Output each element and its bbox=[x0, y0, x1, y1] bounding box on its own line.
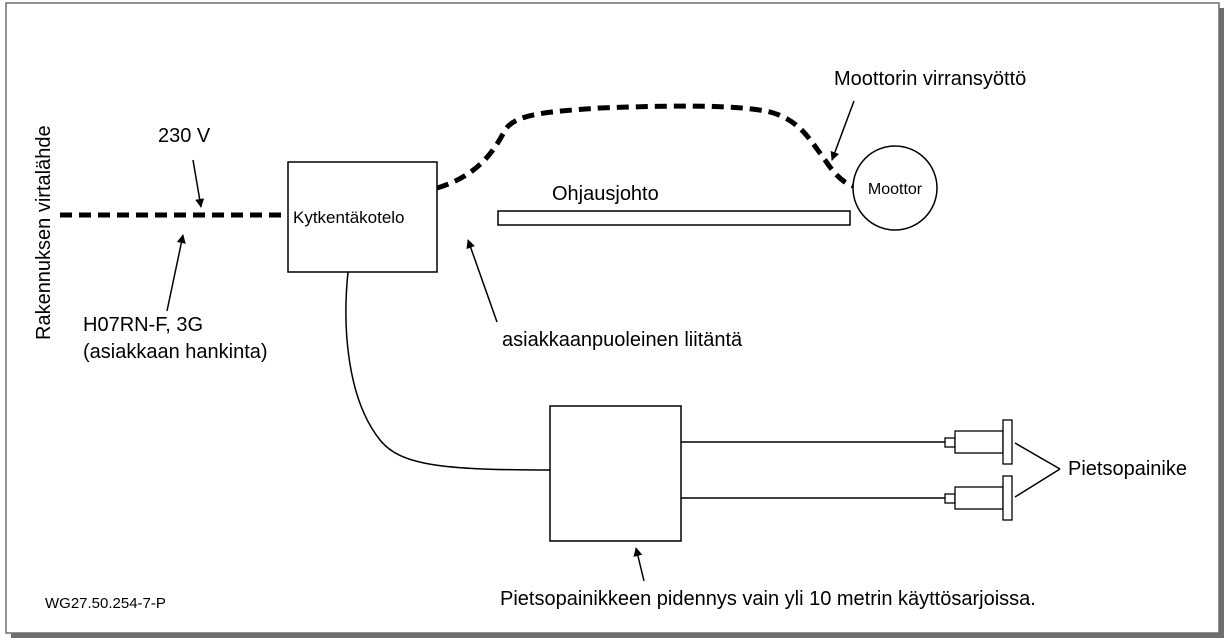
extension-cable bbox=[345, 271, 551, 471]
arrow-piezo-1 bbox=[1014, 442, 1061, 470]
label-cable-type: H07RN-F, 3G bbox=[83, 314, 203, 336]
arrow-extension bbox=[633, 547, 645, 582]
label-extension-note: Pietsopainikkeen pidennys vain yli 10 me… bbox=[500, 588, 1036, 610]
label-voltage: 230 V bbox=[158, 125, 211, 147]
label-motor: Moottor bbox=[868, 181, 923, 198]
label-cable-note: (asiakkaan hankinta) bbox=[83, 341, 268, 363]
piezo-button-1 bbox=[944, 419, 1013, 465]
label-control-cable: Ohjausjohto bbox=[552, 183, 659, 205]
label-junction-box: Kytkentäkotelo bbox=[293, 208, 405, 227]
arrow-customer-connection bbox=[466, 239, 498, 323]
label-drawing-id: WG27.50.254-7-P bbox=[45, 595, 166, 612]
arrow-piezo-2 bbox=[1014, 468, 1061, 498]
extension-box bbox=[549, 405, 682, 542]
arrow-cable-type bbox=[166, 234, 186, 312]
motor bbox=[852, 145, 938, 231]
label-customer-connection: asiakkaanpuoleinen liitäntä bbox=[502, 329, 743, 351]
label-motor-supply: Moottorin virransyöttö bbox=[834, 68, 1026, 90]
label-piezo-button: Pietsopainike bbox=[1068, 458, 1187, 480]
piezo-button-2 bbox=[944, 475, 1013, 521]
arrow-voltage bbox=[192, 159, 205, 208]
arrow-motor-supply bbox=[830, 100, 855, 161]
junction-box bbox=[287, 161, 438, 273]
label-source: Rakennuksen virtalähde bbox=[33, 125, 55, 340]
control-cable bbox=[497, 210, 851, 226]
motor-supply-cable bbox=[436, 103, 858, 191]
